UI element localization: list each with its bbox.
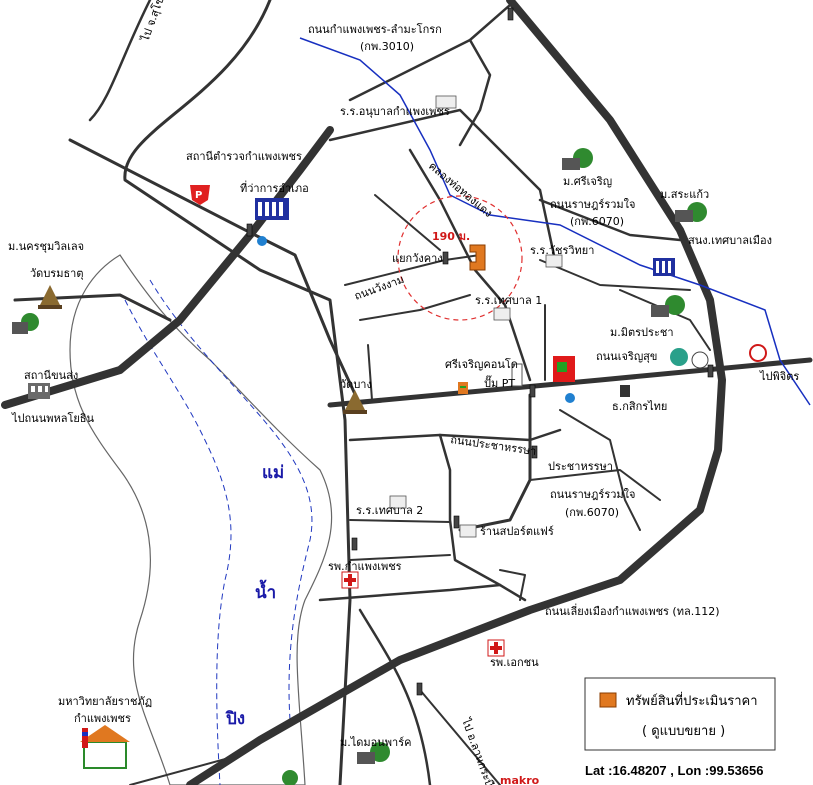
place-label-wat-boromthat: วัดบรมธาตุ [30, 267, 84, 280]
district-office-icon [255, 198, 289, 220]
traffic-lights [246, 7, 714, 696]
road-label-kp6070-top: (กพ.6070) [570, 215, 624, 228]
road-label-to-sukhothai: ไป จ.สุโขทัย [137, 0, 171, 44]
place-label-msakaeo: ม.สระแก้ว [660, 188, 709, 201]
seven-eleven-icon [458, 382, 468, 394]
condo-icon [511, 363, 523, 387]
house-icons [12, 158, 693, 764]
road-label-kp6070-bottom: (กพ.6070) [565, 506, 619, 519]
hospital-private-icon [487, 639, 505, 657]
place-label-police: สถานีตำรวจกำแพงเพชร [186, 150, 302, 163]
place-label-intersection: แยกวังคาง [392, 252, 443, 265]
road-label-prachaharsa: ประชาหรรษา [548, 460, 613, 473]
place-label-condo: ศรีเจริญคอนโด [445, 357, 518, 371]
river-label-nam: น้ำ [255, 579, 276, 603]
police-icon: P [190, 185, 210, 205]
place-label-diamond-park: ม.ไดมอนพาร์ค [340, 736, 412, 749]
distance-label: 190 ม. [432, 230, 470, 243]
canal-lines [299, 37, 811, 406]
round-logo-icons [670, 344, 767, 369]
place-label-muni-office: สนง.เทศบาลเมือง [688, 234, 772, 247]
bank-icon [620, 385, 630, 397]
place-label-thessaban2: ร.ร.เทศบาล 2 [356, 504, 423, 517]
road-label-khlong: คลองท่อทองแดง [426, 159, 495, 220]
muni-office-icon [653, 258, 675, 276]
svg-text:P: P [195, 190, 202, 201]
road-label-ratchaphromjai-bottom: ถนนราษฎร์รวมใจ [550, 488, 635, 501]
river-label-mae: แม่ [262, 463, 284, 483]
place-label-university2: กำแพงเพชร [74, 712, 131, 725]
school-icons [389, 95, 563, 538]
road-label-to-phahon: ไปถนนพหลโยธิน [11, 411, 95, 425]
place-label-mitpracha: ม.มิตรประชา [610, 326, 674, 339]
road-label-bypass: ถนนเลี่ยงเมืองกำแพงเพชร (ทล.112) [545, 603, 720, 618]
bigc-icon [553, 356, 575, 382]
road-label-kamphaeng-lamkhlok: ถนนกำแพงเพชร-ลำมะโกรก [308, 22, 442, 36]
legend-property-text: ทรัพย์สินที่ประเมินราคา [626, 692, 758, 709]
place-label-hospital-private: รพ.เอกชน [490, 656, 539, 669]
river-label-ping: ปิง [225, 709, 245, 729]
place-label-hospital-kp: รพ.กำแพงเพชร [328, 560, 402, 573]
radius-circle [397, 195, 523, 321]
tree-icons [21, 148, 707, 785]
place-label-makro: makro [500, 774, 540, 785]
place-label-thessaban1: ร.ร.เทศบาล 1 [475, 294, 542, 307]
wat-bang-icon [343, 390, 367, 414]
road-label-to-phichit: ไปพิจิตร [759, 370, 799, 383]
place-label-mcharoen: ม.ศรีเจริญ [563, 175, 612, 188]
place-label-sportsfair: ร้านสปอร์ตแฟร์ [480, 525, 554, 538]
legend-zoom-text[interactable]: ( ดูแบบขยาย ) [642, 724, 725, 739]
place-label-wat-bang: วัดบาง [340, 378, 372, 391]
road-label-charoensuk: ถนนเจริญสุข [596, 350, 657, 363]
place-label-university: มหาวิทยาลัยราชภัฏ [58, 695, 152, 708]
hospital-icon [341, 571, 359, 589]
property-marker[interactable] [469, 244, 486, 271]
bus-station-icon [28, 383, 50, 399]
place-label-district: ที่ว่าการอำเภอ [240, 180, 309, 195]
legend-box: ทรัพย์สินที่ประเมินราคา ( ดูแบบขยาย ) [584, 677, 776, 751]
place-label-ratchawitthaya: ร.ร.วัชรวิทยา [530, 244, 594, 257]
university-icon [80, 725, 130, 769]
small-blue-icons [257, 236, 575, 403]
wat-boromthat-icon [38, 285, 62, 309]
place-label-pump: ปั๊ม PT [484, 375, 515, 390]
road-label-kp3010: (กพ.3010) [360, 40, 414, 53]
place-label-kindergarten: ร.ร.อนุบาลกำแพงเพชร [340, 105, 450, 118]
place-label-nakhonchum: ม.นครชุมวิลเลจ [8, 240, 84, 253]
place-label-bus-station: สถานีขนส่ง [24, 369, 78, 382]
coordinate-readout: Lat :16.48207 , Lon :99.53656 [585, 763, 763, 778]
road-label-ratchaphromjai-top: ถนนราษฎร์รวมใจ [550, 198, 635, 211]
legend-swatch [599, 692, 617, 708]
place-label-bank: ธ.กสิกรไทย [612, 400, 667, 413]
road-label-to-lankrabue: ไป อ.ลานกระบือ [459, 716, 498, 785]
